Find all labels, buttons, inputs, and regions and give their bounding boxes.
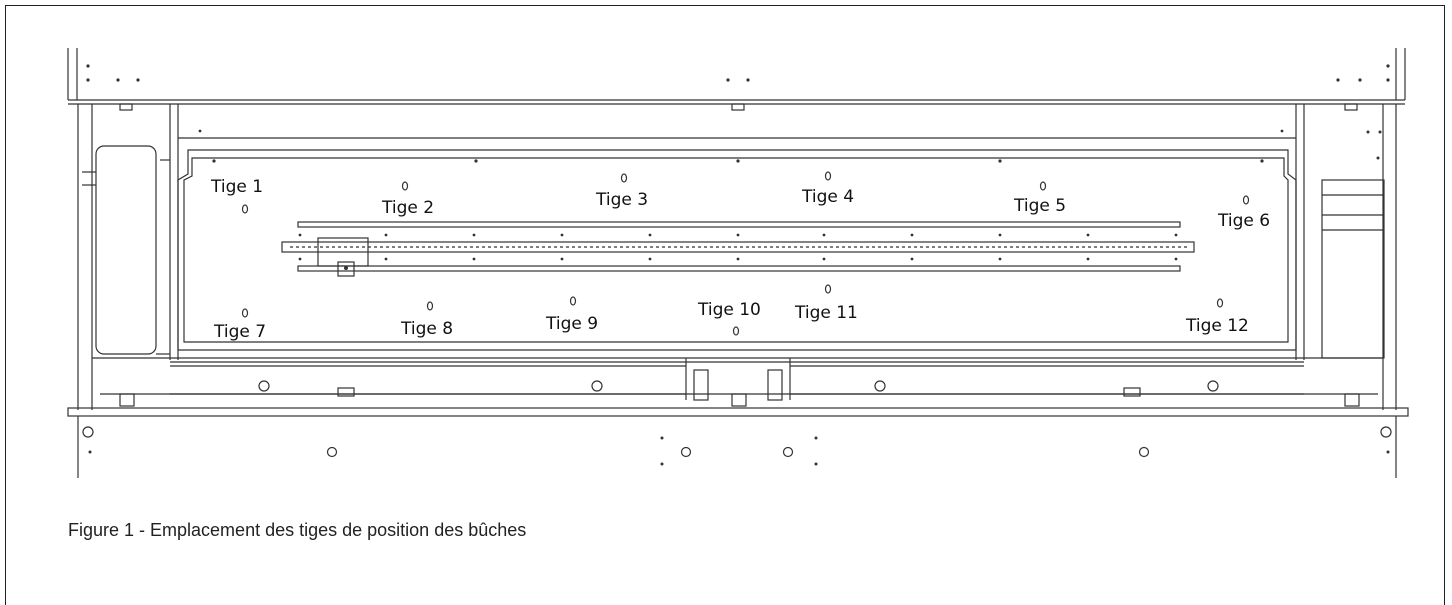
rod-label-6: Tige 6 bbox=[1218, 211, 1271, 231]
figure-frame bbox=[5, 5, 1445, 605]
burner-assembly bbox=[281, 221, 1195, 277]
lower-frame bbox=[92, 357, 1383, 407]
left-side-box bbox=[82, 145, 170, 355]
rod-label-2: Tige 2 bbox=[382, 198, 435, 218]
rod-label-7: Tige 7 bbox=[214, 322, 267, 342]
rod-label-5: Tige 5 bbox=[1014, 196, 1067, 216]
firebox-outline bbox=[177, 149, 1297, 351]
top-panel bbox=[67, 48, 1406, 105]
upper-holes bbox=[86, 64, 1390, 82]
burner-holes bbox=[298, 233, 1178, 261]
rod-label-1: Tige 1 bbox=[211, 177, 264, 197]
rod-label-9: Tige 9 bbox=[546, 314, 599, 334]
top-bolts bbox=[119, 103, 1358, 111]
rod-label-11: Tige 11 bbox=[795, 303, 858, 323]
rod-label-3: Tige 3 bbox=[596, 190, 649, 210]
right-side-box bbox=[1321, 130, 1385, 359]
rod-label-4: Tige 4 bbox=[802, 187, 855, 207]
rod-label-10: Tige 10 bbox=[698, 300, 761, 320]
rod-markers bbox=[241, 171, 1250, 336]
rod-label-8: Tige 8 bbox=[401, 319, 454, 339]
rail-holes bbox=[198, 129, 1284, 163]
rod-label-12: Tige 12 bbox=[1186, 316, 1249, 336]
figure-caption: Figure 1 - Emplacement des tiges de posi… bbox=[68, 520, 527, 540]
base-plate bbox=[67, 407, 1409, 478]
base-holes bbox=[88, 436, 1390, 466]
